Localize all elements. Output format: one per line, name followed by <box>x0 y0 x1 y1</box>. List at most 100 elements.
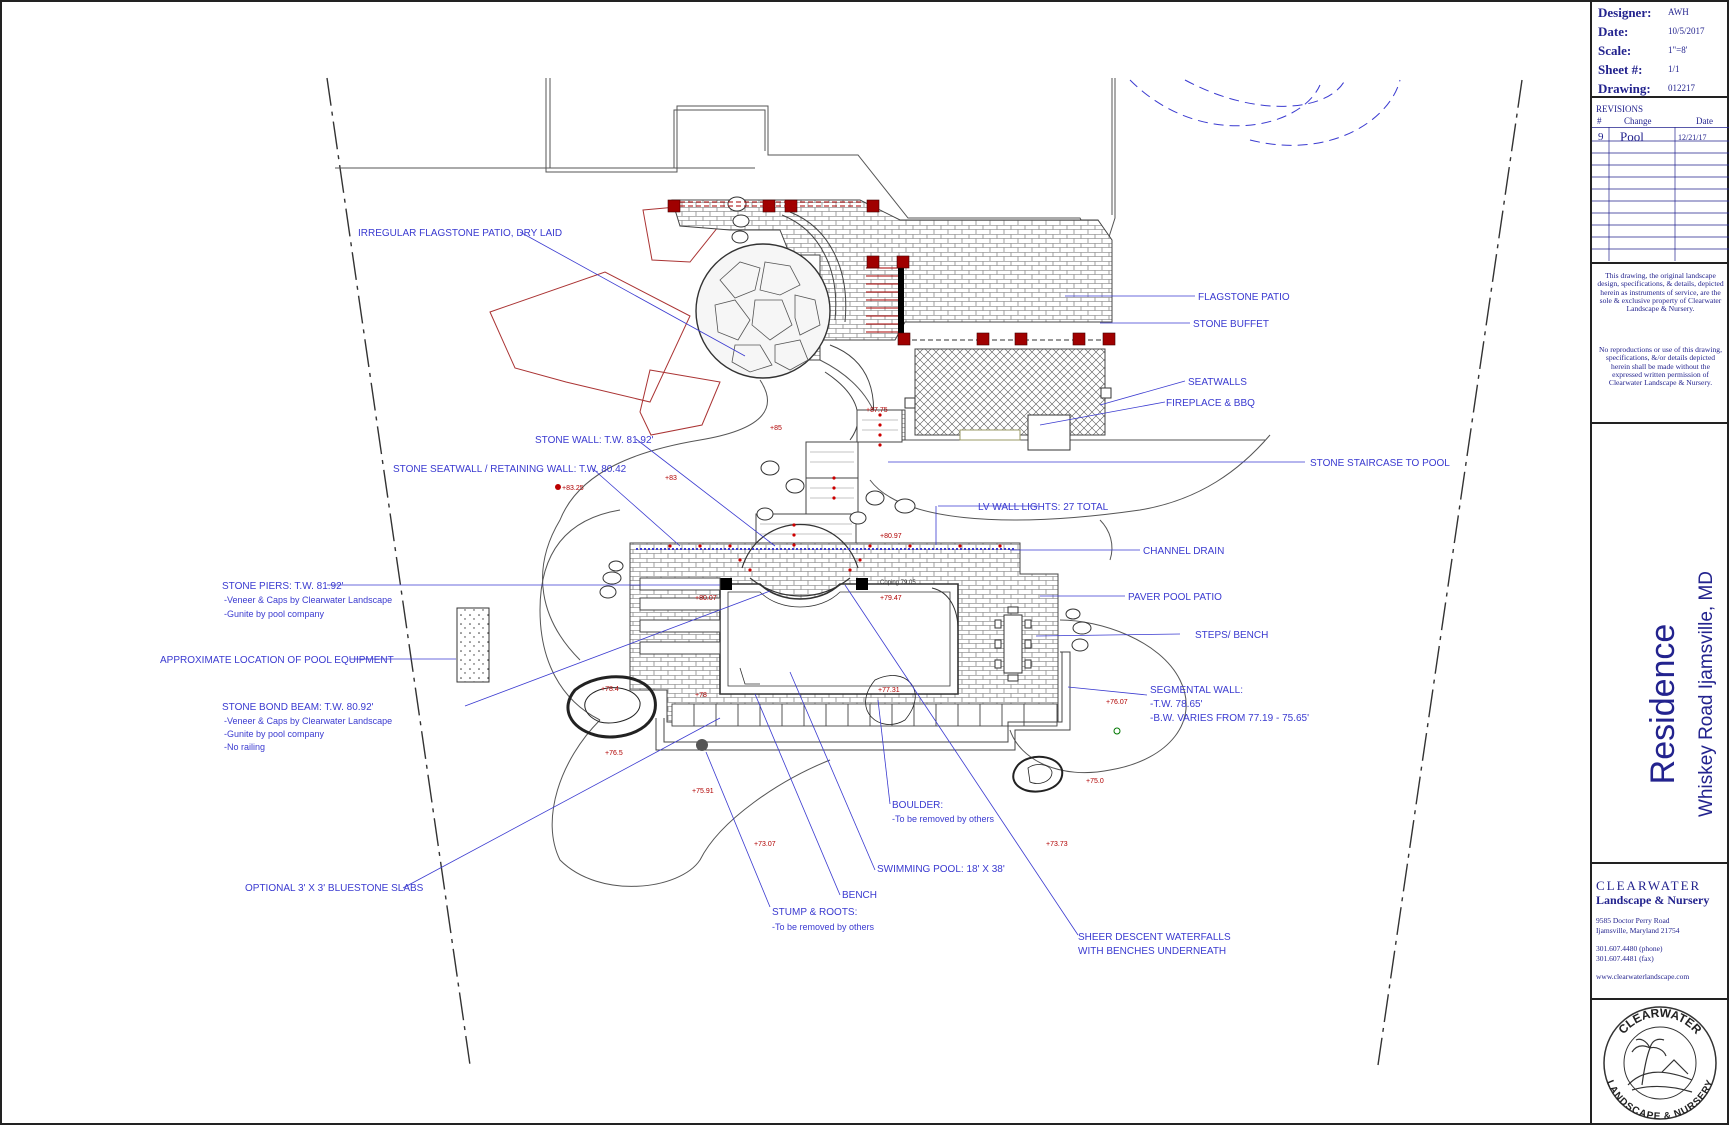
boulders <box>566 675 1064 793</box>
dining-table <box>994 606 1032 682</box>
pool-equipment-pad <box>456 607 490 683</box>
date-row: Date:10/5/2017 <box>1598 24 1705 39</box>
label-bond-beam: STONE BOND BEAM: T.W. 80.92' <box>222 702 374 713</box>
lawn-grading <box>335 167 1271 887</box>
revision-date: 12/21/17 <box>1678 133 1707 142</box>
label-channel-drain: CHANNEL DRAIN <box>1143 546 1224 557</box>
label-segmental-wall-1: -T.W. 78.65' <box>1150 699 1203 710</box>
stepping-stones <box>599 196 1092 652</box>
label-stone-piers-1: -Veneer & Caps by Clearwater Landscape <box>224 595 392 605</box>
stump-marker <box>696 739 708 751</box>
label-bond-beam-1: -Veneer & Caps by Clearwater Landscape <box>224 716 392 726</box>
label-paver-patio: PAVER POOL PATIO <box>1128 592 1222 603</box>
company-phone: 301.607.4480 (phone) <box>1596 944 1663 953</box>
label-irregular-patio: IRREGULAR FLAGSTONE PATIO, DRY LAID <box>358 228 562 239</box>
logo-section: CLEARWATER LANDSCAPE & NURSERY <box>1592 1000 1729 1125</box>
label-seatwalls: SEATWALLS <box>1188 377 1247 388</box>
label-stone-seawall: STONE SEATWALL / RETAINING WALL: T.W. 80… <box>393 464 627 475</box>
rev-date-header: Date <box>1696 116 1713 126</box>
revisions-section: REVISIONS # Change Date 9 Pool 12/21/17 <box>1592 98 1729 264</box>
elev-14: +75.0 <box>1086 778 1104 785</box>
elev-1: +87.75 <box>866 407 888 414</box>
elev-2: +85 <box>770 425 782 432</box>
label-steps-bench: STEPS/ BENCH <box>1195 630 1268 641</box>
property-lines <box>326 77 1523 1066</box>
elev-3: +83.25 <box>562 485 584 492</box>
logo-text-bottom: LANDSCAPE & NURSERY <box>1604 1078 1716 1122</box>
label-stone-wall: STONE WALL: T.W. 81.92' <box>535 435 654 446</box>
company-fax: 301.607.4481 (fax) <box>1596 954 1654 963</box>
label-bluestone: OPTIONAL 3' X 3' BLUESTONE SLABS <box>245 883 424 894</box>
elev-16: +73.73 <box>1046 841 1068 848</box>
segmental-wall <box>655 651 1071 751</box>
label-stone-piers: STONE PIERS: T.W. 81.92' <box>222 581 344 592</box>
revision-num: 9 <box>1598 131 1604 143</box>
project-title: Residence <box>1644 624 1682 785</box>
company-logo: CLEARWATER LANDSCAPE & NURSERY <box>1603 1006 1717 1123</box>
label-pool-equipment: APPROXIMATE LOCATION OF POOL EQUIPMENT <box>160 655 394 666</box>
project-title-svg: Residence Whiskey Road Ijamsville, MD <box>1644 571 1717 817</box>
label-stone-staircase: STONE STAIRCASE TO POOL <box>1310 458 1450 469</box>
label-stone-piers-2: -Gunite by pool company <box>224 609 325 619</box>
label-swimming-pool: SWIMMING POOL: 18' X 38' <box>877 864 1005 875</box>
rev-num-header: # <box>1597 116 1602 126</box>
company-address-1: 9585 Doctor Perry Road <box>1596 916 1670 925</box>
label-segmental-wall: SEGMENTAL WALL: <box>1150 685 1243 696</box>
elev-5: +80.97 <box>880 533 902 540</box>
elev-13: +75.91 <box>692 788 714 795</box>
company-website: www.clearwaterlandscape.com <box>1596 972 1690 981</box>
label-waterfalls-1: WITH BENCHES UNDERNEATH <box>1078 946 1226 957</box>
elev-9: +78.4 <box>601 686 619 693</box>
label-flagstone-patio: FLAGSTONE PATIO <box>1198 292 1290 303</box>
label-boulder: BOULDER: <box>892 800 943 811</box>
annotations: IRREGULAR FLAGSTONE PATIO, DRY LAID FLAG… <box>160 228 1450 957</box>
logo-text-top: CLEARWATER <box>1615 1006 1704 1037</box>
pool-benches <box>639 577 721 655</box>
lv-wall-lights <box>668 413 1002 572</box>
revisions-title: REVISIONS <box>1596 104 1644 114</box>
flagstone-circle <box>695 211 847 379</box>
revisions-grid <box>1592 127 1729 261</box>
contour-lines <box>1129 79 1401 146</box>
elev-11: +76.5 <box>605 750 623 757</box>
designer-row: Designer:AWH <box>1598 5 1689 20</box>
drawing-info: Designer:AWH Date:10/5/2017 Scale:1"=8' … <box>1592 0 1729 98</box>
company-name: CLEARWATER <box>1596 878 1702 893</box>
label-waterfalls: SHEER DESCENT WATERFALLS <box>1078 932 1231 943</box>
label-bench: BENCH <box>842 890 877 901</box>
elev-7: +79.47 <box>880 595 902 602</box>
drawing-row: Drawing:012217 <box>1598 81 1695 96</box>
company-sub: Landscape & Nursery <box>1596 893 1710 907</box>
project-title-section: Residence Whiskey Road Ijamsville, MD <box>1592 424 1729 864</box>
spot-elevations: +87.75 +85 +83.25 +83 +80.97 +80.07 +79.… <box>562 407 1128 848</box>
title-block: Designer:AWH Date:10/5/2017 Scale:1"=8' … <box>1590 0 1729 1125</box>
disclaimer-1: This drawing, the original landscape des… <box>1597 271 1724 314</box>
elev-10: +77.31 <box>878 687 900 694</box>
elev-15: +73.07 <box>754 841 776 848</box>
company-address-2: Ijamsville, Maryland 21754 <box>1596 926 1680 935</box>
label-stump: STUMP & ROOTS: <box>772 907 857 918</box>
label-stump-1: -To be removed by others <box>772 922 875 932</box>
elev-4: +83 <box>665 475 677 482</box>
label-lv-lights: LV WALL LIGHTS: 27 TOTAL <box>978 502 1109 513</box>
red-stair-lines <box>866 262 904 342</box>
label-coping: Coping 79.05 <box>880 580 916 586</box>
sheet-row: Sheet #:1/1 <box>1598 62 1680 77</box>
label-boulder-1: -To be removed by others <box>892 814 995 824</box>
project-address: Whiskey Road Ijamsville, MD <box>1696 571 1717 817</box>
seating-area <box>904 339 1112 451</box>
label-bond-beam-2: -Gunite by pool company <box>224 729 325 739</box>
company-section: CLEARWATER Landscape & Nursery 9585 Doct… <box>1592 864 1729 1000</box>
revision-change: Pool <box>1620 129 1644 144</box>
buffet-dashed <box>680 201 863 207</box>
disclaimer-2: No reproductions or use of this drawing,… <box>1599 345 1722 388</box>
label-stone-buffet: STONE BUFFET <box>1193 319 1269 330</box>
elev-12: +76.07 <box>1106 699 1128 706</box>
pool-arch <box>720 524 868 597</box>
disclaimer-section: This drawing, the original landscape des… <box>1592 264 1729 424</box>
elevation-dot <box>555 484 561 490</box>
label-fireplace: FIREPLACE & BBQ <box>1166 398 1255 409</box>
swimming-pool <box>719 583 959 695</box>
